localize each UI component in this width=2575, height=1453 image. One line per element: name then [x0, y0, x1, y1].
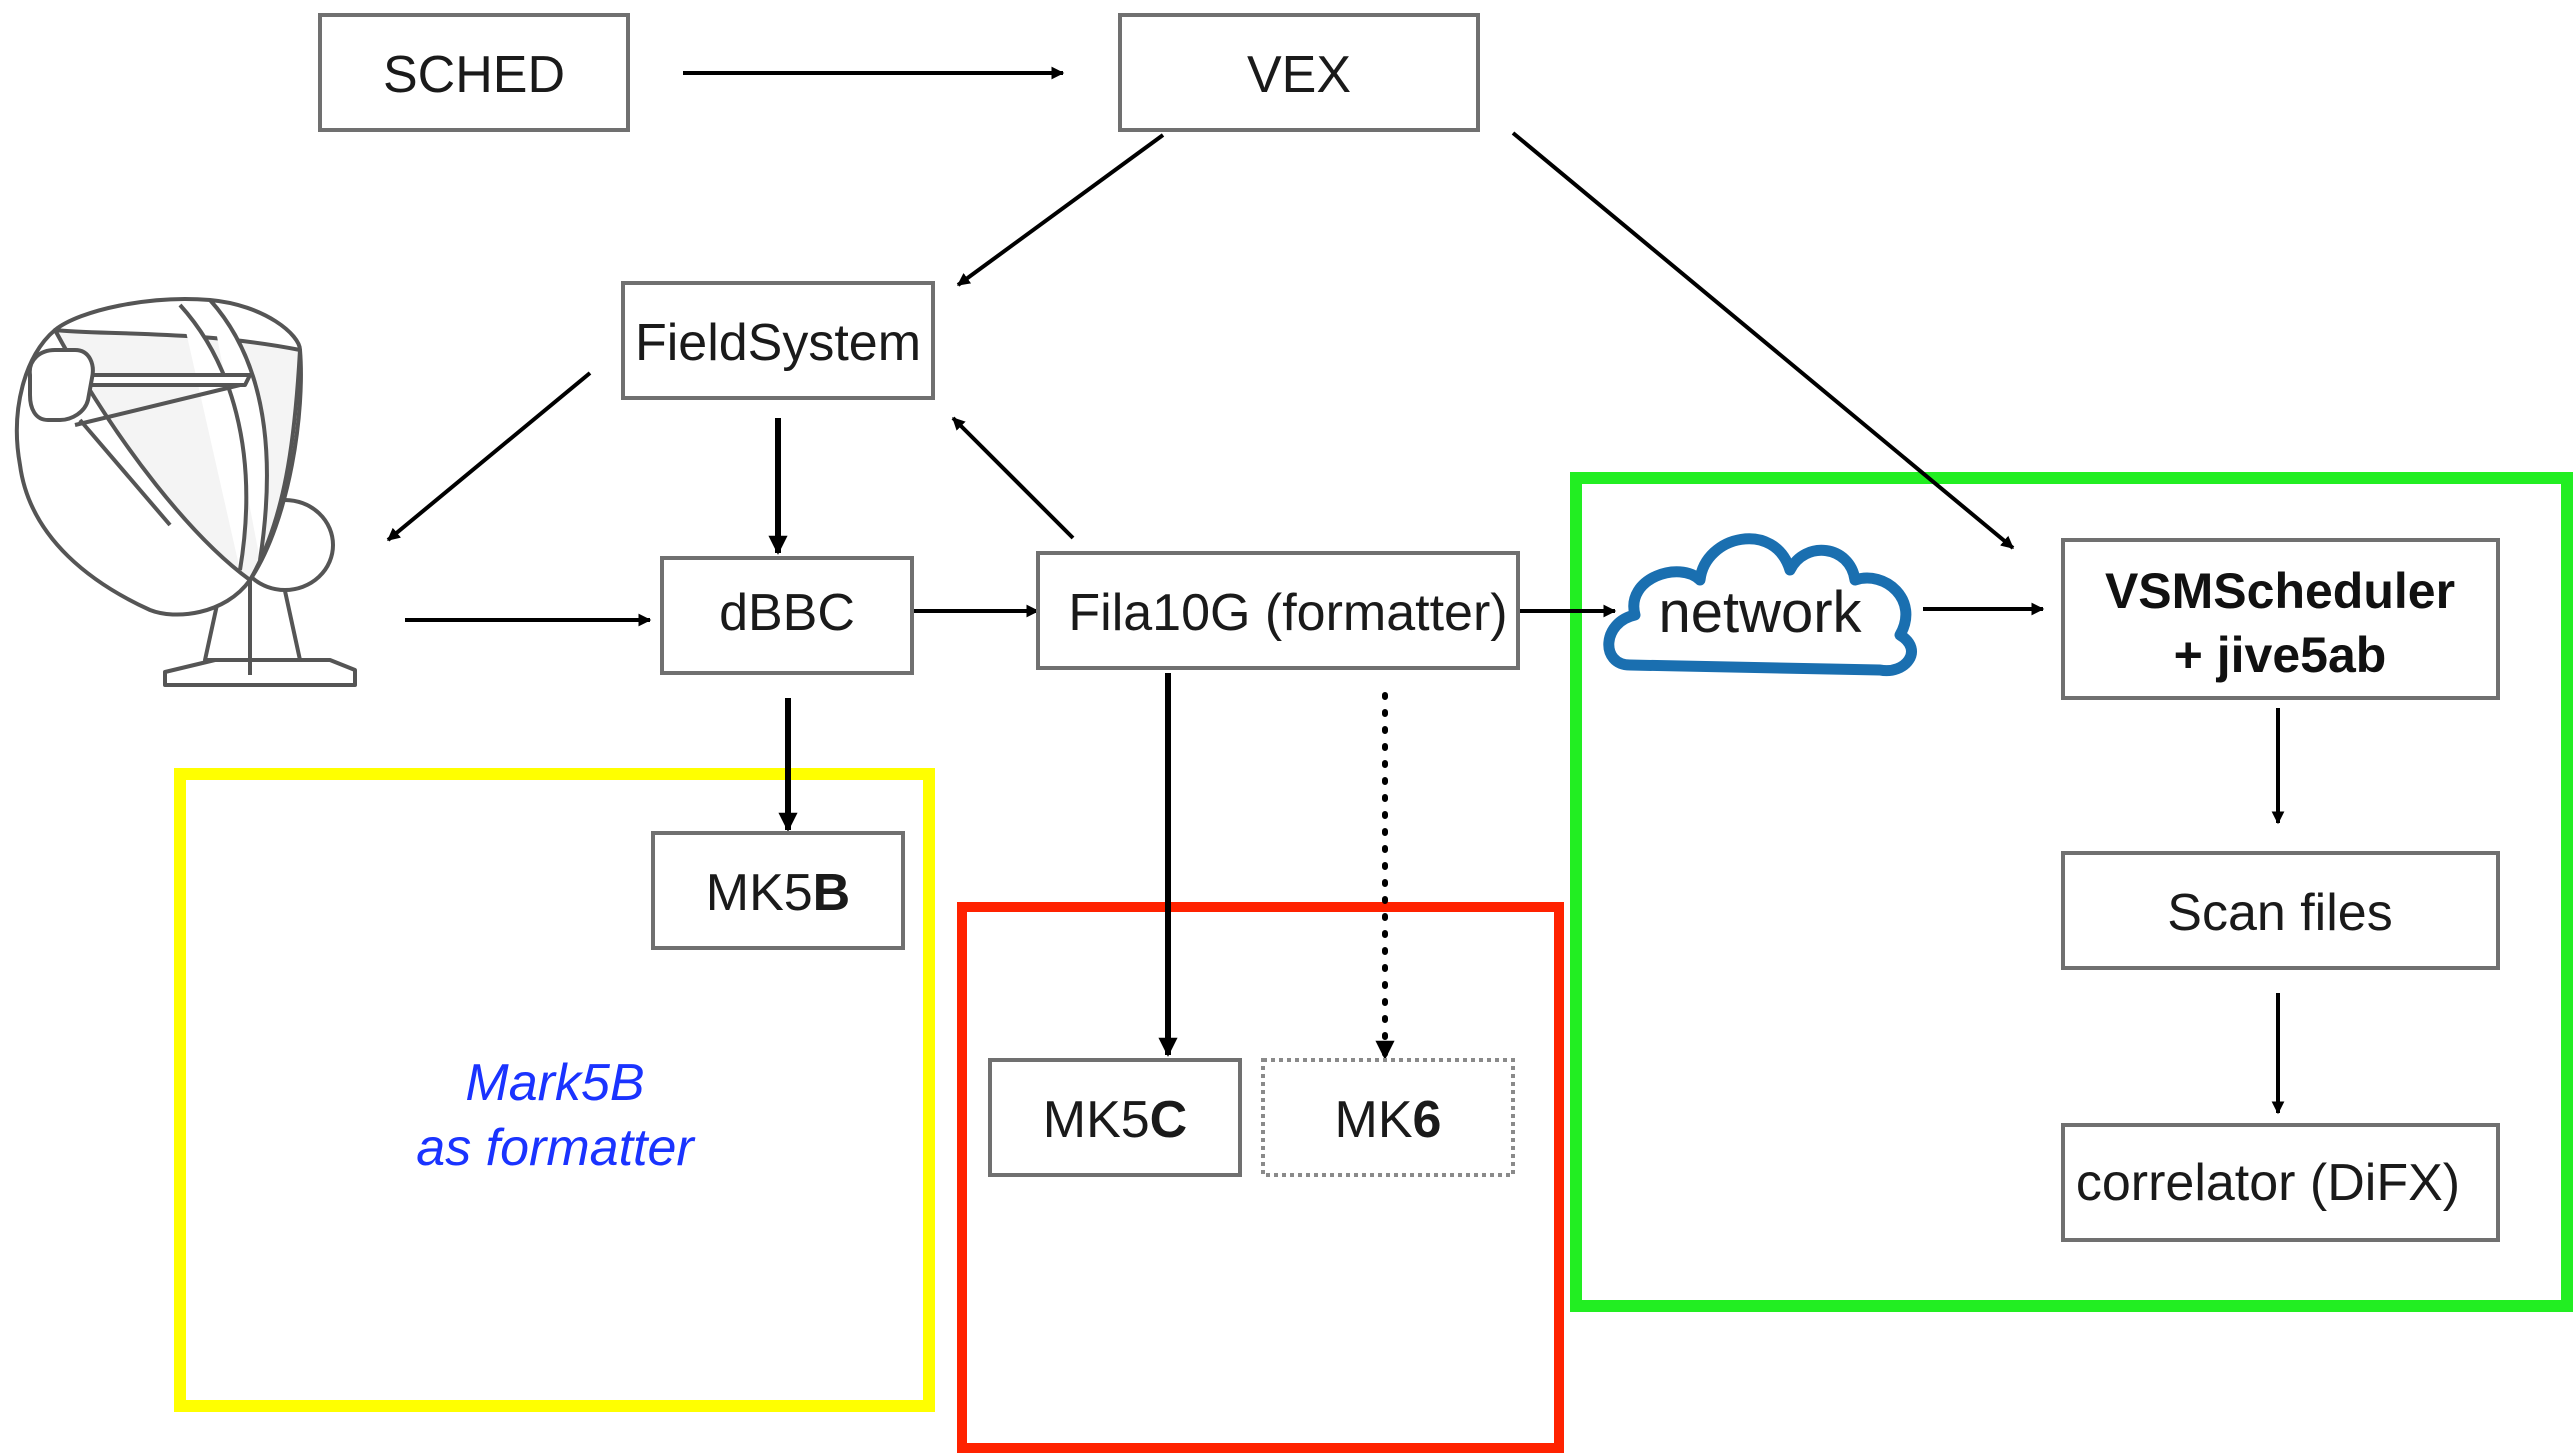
- arrow-vex-vsmscheduler: [1511, 131, 2015, 550]
- mark5b-note-line1: Mark5B: [465, 1054, 644, 1112]
- fieldsystem-box: [621, 281, 935, 400]
- network-label: network: [1658, 580, 1862, 645]
- radio-telescope-dish-icon: [14, 297, 357, 687]
- green-region: [1570, 472, 2573, 1312]
- mark5b-note-line2: as formatter: [416, 1119, 696, 1177]
- dbbc-label: dBBC: [719, 584, 855, 642]
- sched-box: [318, 13, 630, 132]
- fila10g-label: Fila10G (formatter): [1068, 584, 1507, 642]
- vsmscheduler-box: [2061, 538, 2500, 700]
- mk5b-box: [651, 831, 905, 950]
- scanfiles-label: Scan files: [2167, 884, 2392, 942]
- mk5c-box: [988, 1058, 1242, 1177]
- red-region: [957, 902, 1564, 1453]
- mk5c-suffix: C: [1150, 1091, 1188, 1149]
- mk6-label: MK6: [1335, 1091, 1442, 1149]
- mk5b-prefix: MK5: [706, 864, 813, 922]
- mk5b-suffix: B: [813, 864, 851, 922]
- arrows: [386, 66, 2285, 1115]
- vex-box: [1118, 13, 1480, 132]
- mk6-box: [1261, 1058, 1515, 1177]
- mk6-prefix: MK: [1335, 1091, 1413, 1149]
- correlator-box: [2061, 1123, 2500, 1242]
- dbbc-box: [660, 556, 914, 675]
- mk5b-label: MK5B: [706, 864, 850, 922]
- correlator-label: correlator (DiFX): [2076, 1154, 2460, 1212]
- fila10g-box: [1036, 551, 1520, 670]
- yellow-region: [174, 768, 935, 1412]
- cloud-icon: network: [1603, 533, 1917, 677]
- vsmscheduler-label-line2: + jive5ab: [2174, 627, 2387, 683]
- arrow-fieldsystem-antenna: [386, 371, 592, 542]
- fieldsystem-label: FieldSystem: [635, 314, 921, 372]
- boxes: [318, 13, 2500, 1242]
- mk5c-label: MK5C: [1043, 1091, 1187, 1149]
- arrow-fila10g-fieldsystem: [951, 416, 1075, 540]
- mk5c-prefix: MK5: [1043, 1091, 1150, 1149]
- arrow-vex-fieldsystem: [956, 133, 1165, 287]
- vex-label: VEX: [1247, 46, 1351, 104]
- sched-label: SCHED: [383, 46, 565, 104]
- vsmscheduler-label-line1: VSMScheduler: [2105, 563, 2455, 619]
- scanfiles-box: [2061, 851, 2500, 970]
- mk6-suffix: 6: [1413, 1091, 1442, 1149]
